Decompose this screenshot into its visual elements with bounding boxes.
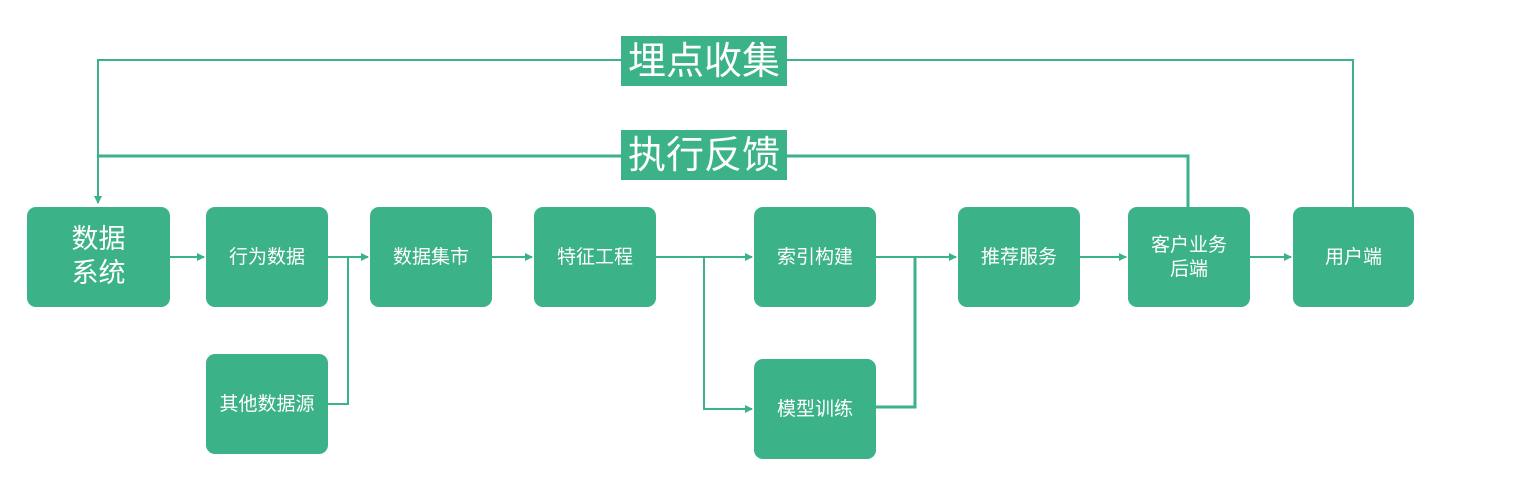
line-other-sources-merge [328, 257, 349, 405]
node-index-build: 索引构建 [754, 207, 876, 307]
node-feature-engineering: 特征工程 [534, 207, 656, 307]
arrow-feature-to-model [703, 257, 753, 413]
line-model-merge [876, 257, 917, 409]
node-data-mart: 数据集市 [370, 207, 492, 307]
node-client-backend: 客户业务 后端 [1128, 207, 1250, 307]
node-model-training: 模型训练 [754, 359, 876, 459]
node-behavior-data: 行为数据 [206, 207, 328, 307]
feedback-loop-line [98, 154, 1190, 207]
node-user-end: 用户端 [1293, 207, 1414, 307]
node-recommend-service: 推荐服务 [958, 207, 1080, 307]
node-data-system: 数据 系统 [27, 207, 170, 307]
node-other-sources: 其他数据源 [206, 354, 328, 454]
collect-loop-label: 埋点收集 [621, 36, 787, 86]
feedback-loop-label: 执行反馈 [621, 130, 787, 180]
